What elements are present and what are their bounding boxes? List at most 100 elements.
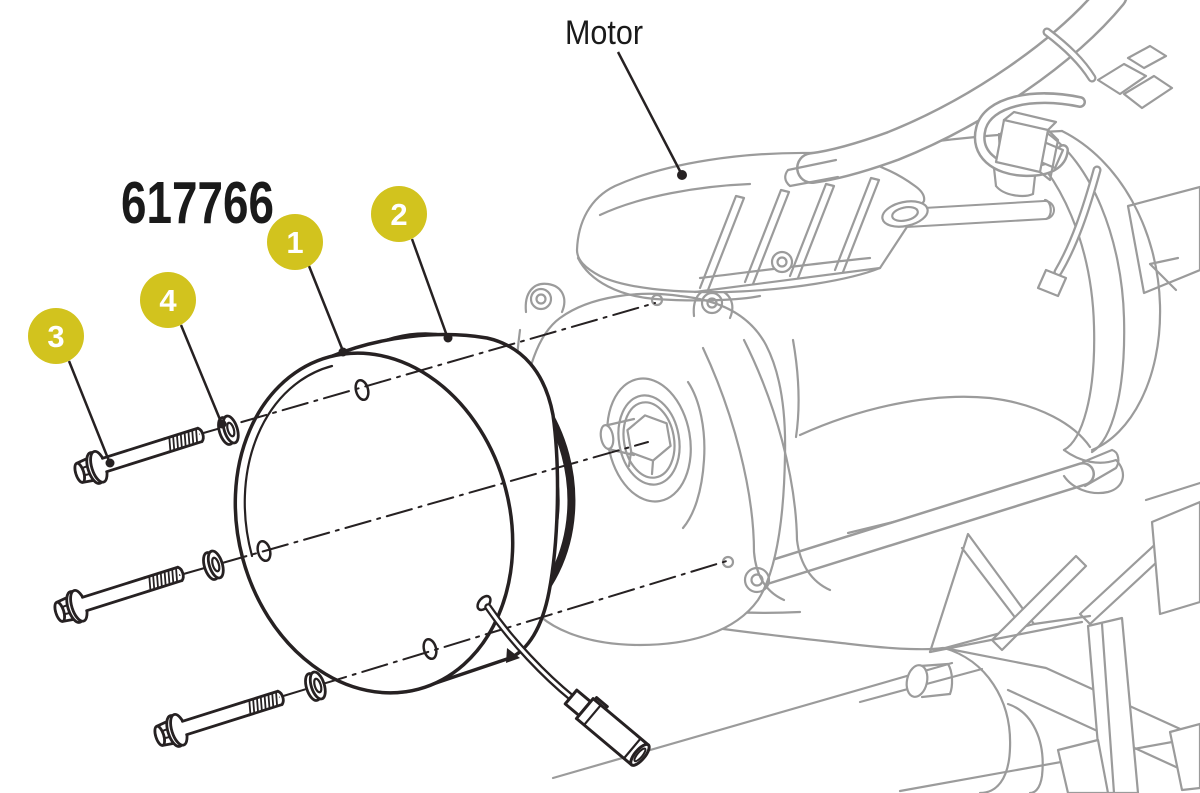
rib-fin (743, 188, 791, 286)
small-box-side (1002, 110, 1060, 182)
drum-end-cap (1060, 129, 1162, 452)
junction-box-lip (576, 256, 762, 302)
cover-hole (354, 378, 370, 402)
centerline-middle (179, 441, 649, 576)
gusset-line (960, 546, 1022, 626)
motor-ear-hole-inner (535, 293, 547, 305)
axle-rim-outer (942, 646, 1012, 793)
callout-leader (67, 360, 111, 462)
drum-left-joint (791, 338, 800, 439)
washer-part (304, 670, 327, 702)
box-screw-inner (776, 256, 788, 268)
sensor-wire-core (486, 605, 574, 700)
rib-fin (788, 182, 836, 280)
frame-plate (1126, 185, 1200, 295)
shaft-boss-ring (622, 401, 676, 479)
small-box (994, 118, 1050, 174)
band-clamp-outer (1042, 129, 1126, 454)
motor-ear (524, 282, 566, 314)
callout-leader (307, 265, 345, 352)
cable-ferrule (784, 158, 840, 188)
callout-leader (410, 238, 449, 337)
chassis-frame-art (551, 185, 1200, 793)
frame-edge (551, 661, 954, 780)
band-clamp-bracket (1012, 129, 1125, 495)
box-screw (770, 250, 794, 274)
motor-leader-dot (677, 170, 687, 180)
harness-wire-core (1044, 29, 1095, 81)
motor-label: Motor (565, 14, 643, 52)
bolt-part (153, 689, 285, 748)
shaft-stub-lines (606, 417, 636, 457)
connector-block (1122, 74, 1174, 110)
connector-clip (1126, 44, 1168, 70)
frame-block (1168, 722, 1200, 792)
washers-group (202, 414, 327, 702)
beam-elbow (1081, 448, 1120, 488)
gusset-blade (990, 554, 1088, 652)
rib-fin (698, 194, 746, 292)
connector-block (1096, 62, 1148, 96)
callout-badge[interactable] (28, 308, 84, 364)
sensor-connector (563, 688, 651, 767)
callout-dot (217, 419, 227, 429)
frame-edge (1144, 481, 1200, 502)
callout-number: 1 (286, 225, 303, 260)
frame-block (1056, 738, 1110, 793)
bolts-group (53, 426, 285, 748)
junction-box-contour (598, 182, 752, 217)
motor-ear-hole (529, 287, 553, 311)
loop-cable-core (976, 94, 1084, 175)
cover-face-chamfer (243, 364, 334, 558)
callout-1: 1 (267, 214, 348, 357)
washer-part (217, 414, 240, 446)
mount-arm-edge (742, 338, 832, 592)
callout-3: 3 (28, 308, 115, 468)
frame-post-line (1100, 622, 1116, 793)
callout-number: 4 (159, 283, 177, 318)
bolt-part (53, 565, 185, 624)
callout-number: 2 (390, 197, 407, 232)
callout-leader (179, 324, 223, 423)
shaft-boss-ring (617, 394, 681, 486)
grommet-ring (881, 200, 929, 228)
wire-clip (506, 648, 520, 663)
callout-number: 3 (47, 319, 64, 354)
grommet-ring-inner (891, 205, 919, 223)
bolt-part (73, 426, 205, 485)
gusset-triangle (1150, 500, 1200, 616)
mount-arm-edge (701, 346, 786, 602)
callout-dot (105, 458, 115, 468)
band-clamp-inner (1012, 136, 1096, 452)
rib-fin (833, 176, 881, 274)
callout-dot (443, 333, 453, 343)
stub-cylinder (918, 662, 954, 699)
callout-badge[interactable] (371, 186, 427, 242)
stub-cap (905, 664, 929, 698)
callout-badge[interactable] (267, 214, 323, 270)
tie-rod-cap (1043, 198, 1052, 221)
sensor-wire-part (476, 594, 651, 767)
motor-leader-line (616, 51, 683, 174)
junction-box (575, 151, 926, 294)
power-cable-core (798, 0, 1125, 182)
cover-hole (422, 637, 438, 661)
axle-rim-inner (1006, 702, 1044, 793)
callout-dot (338, 347, 348, 357)
motor-label-group: Motor (565, 14, 687, 180)
part-number: 617766 (121, 170, 274, 236)
washer-part (202, 549, 225, 581)
shaft-platform-edge (681, 380, 706, 530)
gusset-deck (928, 614, 1092, 654)
drop-wire-core (1055, 167, 1100, 275)
motor-art (512, 0, 1174, 651)
callout-badge[interactable] (140, 272, 196, 328)
frame-deck-line (898, 735, 1200, 793)
motor-ear-hole-inner (706, 297, 718, 309)
drop-plug (1036, 268, 1068, 298)
callout-2: 2 (371, 186, 453, 343)
centerline-top (199, 302, 656, 435)
callout-4: 4 (140, 272, 227, 429)
